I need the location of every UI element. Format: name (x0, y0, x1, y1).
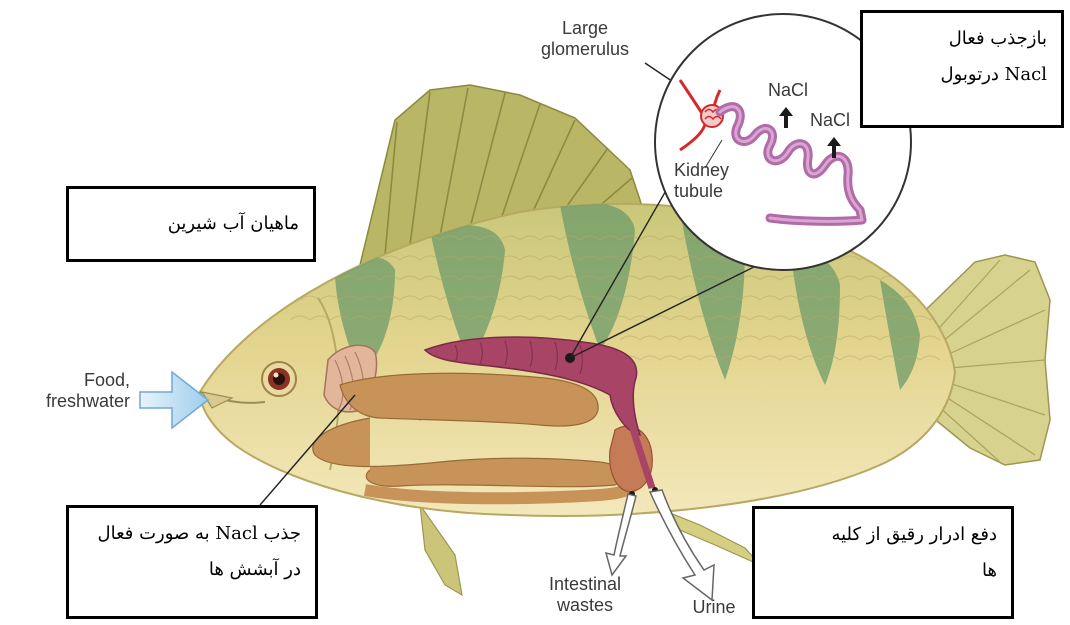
kidney-tubule-line2: tubule (674, 181, 723, 201)
tubule-box-line1: بازجذب فعال (877, 21, 1047, 57)
food-line1: Food, (84, 370, 130, 390)
tubule-reabsorption-box: بازجذب فعال Nacl درتوبول (860, 10, 1064, 128)
kidney-tubule-label: Kidney tubule (674, 160, 774, 202)
urine-label: Urine (684, 597, 744, 618)
pelvic-fin (420, 505, 462, 595)
large-glomerulus-label: Large glomerulus (520, 18, 650, 60)
gill-absorption-box: جذب Nacl به صورت فعال در آبشش ها (66, 505, 318, 619)
intestinal-wastes-label: Intestinal wastes (535, 574, 635, 616)
urine-box-line2: ها (769, 553, 997, 589)
intestinal-line1: Intestinal (549, 574, 621, 594)
food-arrow (140, 372, 208, 428)
food-label: Food, freshwater (18, 370, 130, 412)
large-glomerulus-line2: glomerulus (541, 39, 629, 59)
gill-box-line1: جذب Nacl به صورت فعال (83, 516, 301, 552)
freshwater-fish-text: ماهیان آب شیرین (83, 197, 299, 251)
urine-box-line1: دفع ادرار رقیق از کلیه (769, 517, 997, 553)
dilute-urine-box: دفع ادرار رقیق از کلیه ها (752, 506, 1014, 619)
gill-box-line2: در آبشش ها (83, 552, 301, 588)
intestinal-line2: wastes (557, 595, 613, 615)
nacl-label-1: NaCl (758, 80, 818, 101)
food-line2: freshwater (46, 391, 130, 411)
kidney-tubule-line1: Kidney (674, 160, 729, 180)
large-glomerulus-line1: Large (562, 18, 608, 38)
tubule-box-line2: Nacl درتوبول (877, 57, 1047, 93)
freshwater-fish-box: ماهیان آب شیرین (66, 186, 316, 262)
